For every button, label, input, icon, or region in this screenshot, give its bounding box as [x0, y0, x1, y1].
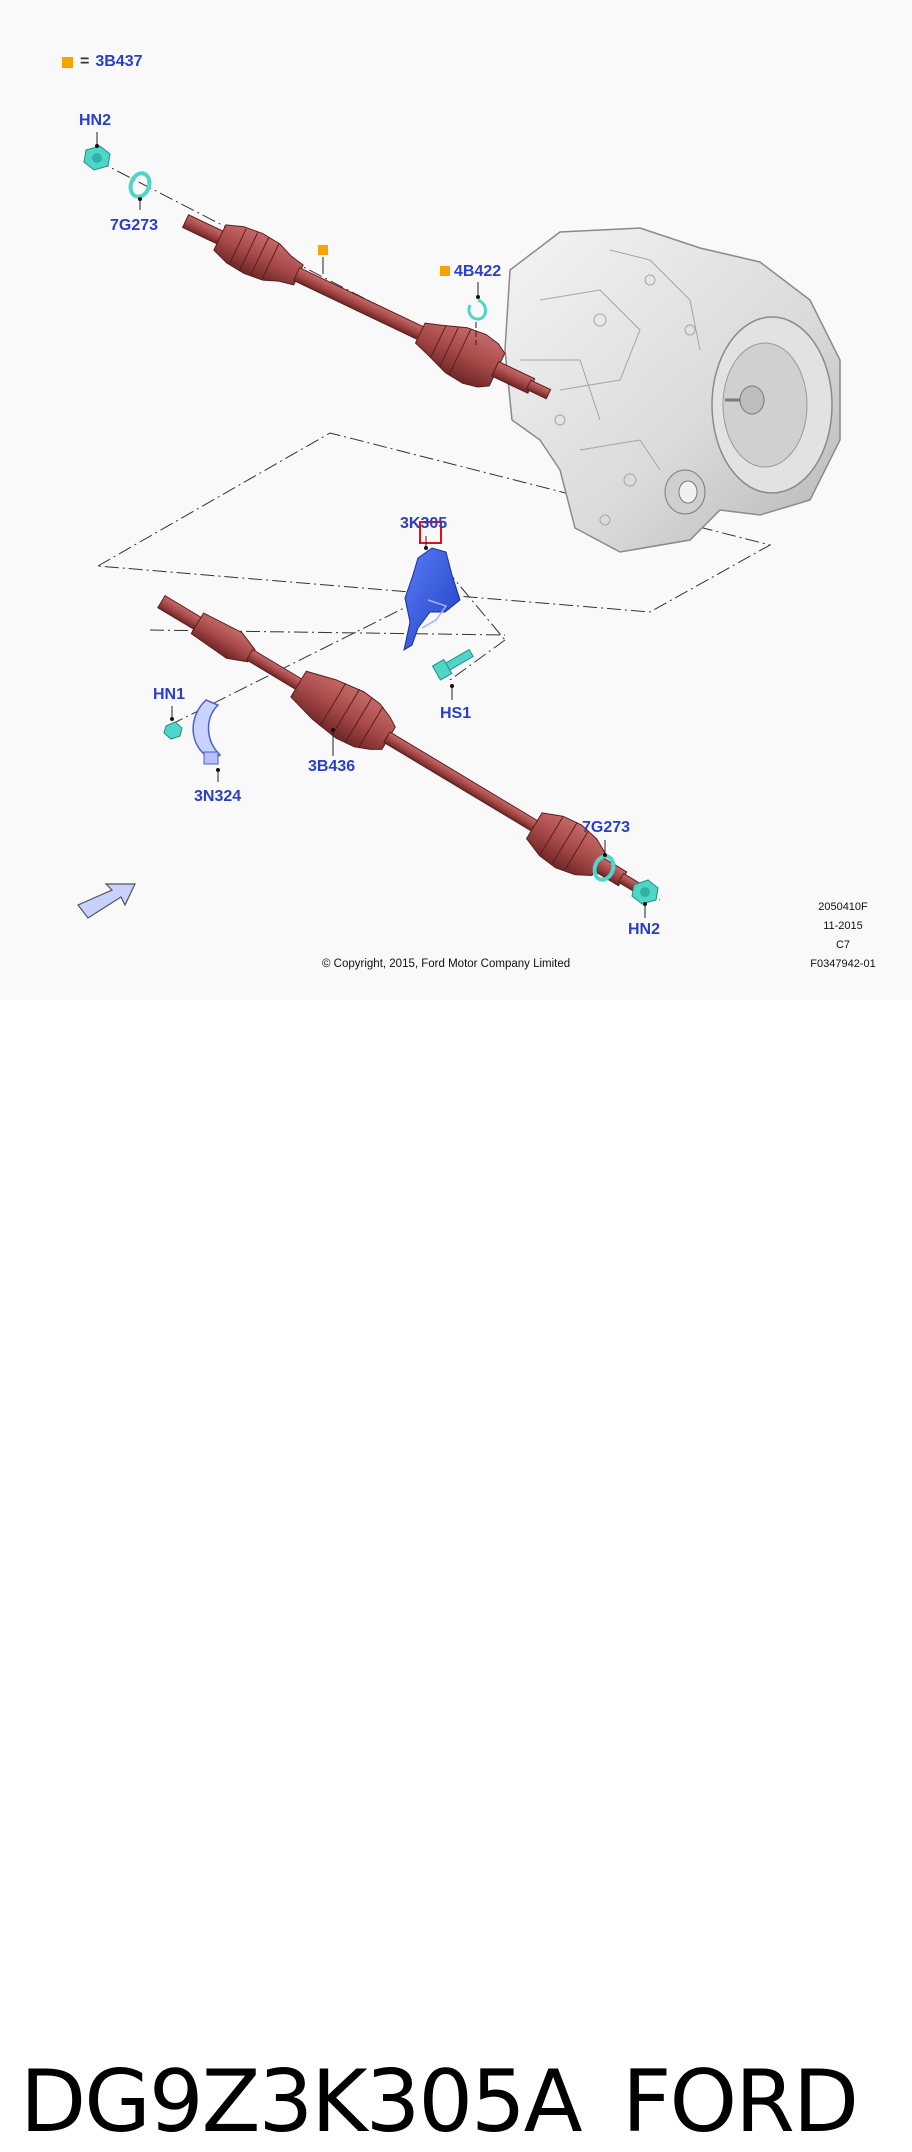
transmission-housing — [504, 227, 841, 553]
callout-hn2-bottom: HN2 — [628, 921, 661, 938]
hn2-top-nut — [83, 132, 111, 171]
callout-hs1: HS1 — [440, 705, 472, 722]
figure-number: F0347942-01 — [810, 958, 876, 970]
7g273-bottom-washer — [592, 840, 616, 882]
diagram-area: = 3B437 HN2 7G273 4B422 3K305 HN1 HS1 3B… — [0, 0, 912, 1000]
callout-3k305: 3K305 — [400, 515, 448, 532]
legend-square-icon — [62, 56, 73, 68]
drawing-rev: C7 — [835, 939, 851, 951]
4b422-circlip — [440, 266, 487, 345]
direction-arrow-icon — [77, 883, 136, 919]
bolt-axis — [449, 639, 506, 681]
bracket-3k305 — [403, 521, 461, 652]
exploded-parts-diagram — [77, 132, 841, 919]
legend-code: 3B437 — [95, 53, 143, 70]
part-number: DG9Z3K305A — [20, 2052, 583, 2152]
callout-7g273-top: 7G273 — [110, 217, 159, 234]
callout-hn2-top: HN2 — [79, 112, 112, 129]
brand-name: FORD — [622, 2052, 859, 2152]
legend-square-icon — [318, 245, 328, 255]
assembly-frame-lines — [96, 432, 772, 613]
7g273-top-washer — [128, 171, 152, 210]
hn2-bottom-nut — [631, 879, 659, 918]
upper-shaft-axis — [95, 159, 601, 421]
hn1-nut — [163, 706, 183, 740]
callout-3b436: 3B436 — [308, 758, 356, 775]
upper-drive-shaft — [181, 214, 552, 400]
hs1-bolt — [431, 648, 474, 700]
3n324-strap — [192, 699, 222, 782]
callout-4b422: 4B422 — [454, 263, 502, 280]
legend-equals: = — [80, 53, 90, 70]
copyright-notice: © Copyright, 2015, Ford Motor Company Li… — [322, 958, 571, 970]
footer: DG9Z3K305A FORD — [0, 1000, 912, 2152]
callout-hn1: HN1 — [153, 686, 186, 703]
hn1-axis — [169, 589, 441, 726]
drawing-ref: 2050410F — [818, 901, 868, 913]
legend: = 3B437 — [62, 53, 143, 71]
lower-drive-shaft — [157, 595, 645, 896]
callout-7g273-bottom: 7G273 — [582, 819, 631, 836]
callout-3n324: 3N324 — [194, 788, 242, 805]
drawing-date: 11-2015 — [823, 920, 863, 932]
highlight-box — [419, 521, 442, 544]
